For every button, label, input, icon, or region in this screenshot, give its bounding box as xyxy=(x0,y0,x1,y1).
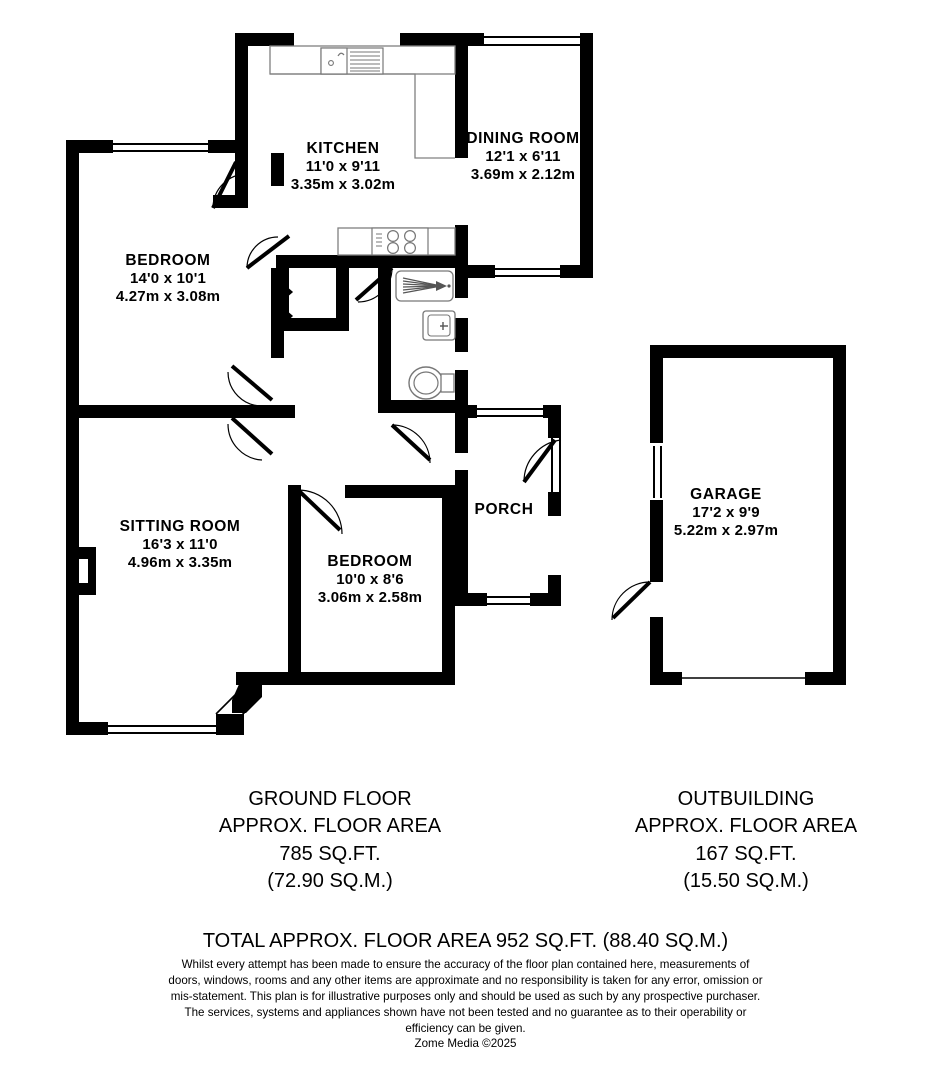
kitchen-sink-icon xyxy=(320,47,384,75)
room-dim-m: 5.22m x 2.97m xyxy=(673,521,779,539)
disclaimer-text: Whilst every attempt has been made to en… xyxy=(168,958,763,1035)
room-name: BEDROOM xyxy=(125,252,211,269)
toilet-icon xyxy=(408,366,455,400)
room-label-garage: GARAGE 17'2 x 9'9 5.22m x 2.97m xyxy=(674,486,778,540)
area-summaries: GROUND FLOOR APPROX. FLOOR AREA 785 SQ.F… xyxy=(0,778,931,908)
basin-icon xyxy=(422,310,456,341)
credit-text: Zome Media ©2025 xyxy=(414,1036,517,1050)
room-name: SITTING ROOM xyxy=(119,518,241,535)
area-title: GROUND FLOOR xyxy=(248,788,412,810)
room-label-sitting-room: SITTING ROOM 16'3 x 11'0 4.96m x 3.35m xyxy=(120,518,241,572)
room-dim-m: 3.69m x 2.12m xyxy=(470,165,576,183)
area-sqm: (72.90 SQ.M.) xyxy=(267,870,393,893)
room-dim-ft: 12'1 x 6'11 xyxy=(485,148,561,166)
room-name: PORCH xyxy=(474,501,534,518)
room-label-kitchen: KITCHEN 11'0 x 9'11 3.35m x 3.02m xyxy=(291,140,395,194)
opening-lines xyxy=(215,677,805,734)
room-name: DINING ROOM xyxy=(466,130,580,147)
room-label-porch: PORCH xyxy=(475,501,534,519)
door-swings xyxy=(211,161,652,621)
room-name: BEDROOM xyxy=(327,553,413,570)
room-label-bedroom-1: BEDROOM 14'0 x 10'1 4.27m x 3.08m xyxy=(116,252,220,306)
area-subtitle: APPROX. FLOOR AREA xyxy=(218,815,442,838)
floor-plan-drawing xyxy=(66,33,846,735)
shower-icon xyxy=(395,270,454,302)
bay-corner-block xyxy=(232,682,262,713)
room-dim-m: 4.96m x 3.35m xyxy=(127,553,233,571)
room-dim-m: 3.35m x 3.02m xyxy=(290,175,396,193)
total-floor-area: TOTAL APPROX. FLOOR AREA 952 SQ.FT. (88.… xyxy=(202,930,729,952)
area-title: OUTBUILDING xyxy=(677,788,815,810)
area-sqm: (15.50 SQ.M.) xyxy=(683,870,809,893)
room-dim-ft: 14'0 x 10'1 xyxy=(129,270,207,288)
ground-floor-walls xyxy=(66,33,846,735)
footer: TOTAL APPROX. FLOOR AREA 952 SQ.FT. (88.… xyxy=(0,930,931,1050)
area-sqft: 785 SQ.FT. xyxy=(279,842,381,865)
room-label-bedroom-2: BEDROOM 10'0 x 8'6 3.06m x 2.58m xyxy=(318,553,422,607)
room-dim-ft: 17'2 x 9'9 xyxy=(692,504,760,522)
room-label-dining-room: DINING ROOM 12'1 x 6'11 3.69m x 2.12m xyxy=(466,130,579,184)
room-dim-m: 4.27m x 3.08m xyxy=(115,287,221,305)
hob-icon xyxy=(371,227,429,256)
room-name: GARAGE xyxy=(690,486,762,503)
room-dim-ft: 16'3 x 11'0 xyxy=(142,536,218,554)
room-dim-m: 3.06m x 2.58m xyxy=(317,588,423,606)
area-subtitle: APPROX. FLOOR AREA xyxy=(634,815,858,838)
area-sqft: 167 SQ.FT. xyxy=(695,842,797,865)
room-dim-ft: 11'0 x 9'11 xyxy=(305,158,381,176)
room-dim-ft: 10'0 x 8'6 xyxy=(336,571,404,589)
area-block-ground-floor: GROUND FLOOR APPROX. FLOOR AREA 785 SQ.F… xyxy=(219,786,441,896)
floor-plan-svg xyxy=(66,33,846,735)
area-block-outbuilding: OUTBUILDING APPROX. FLOOR AREA 167 SQ.FT… xyxy=(635,786,857,896)
room-name: KITCHEN xyxy=(306,140,380,157)
